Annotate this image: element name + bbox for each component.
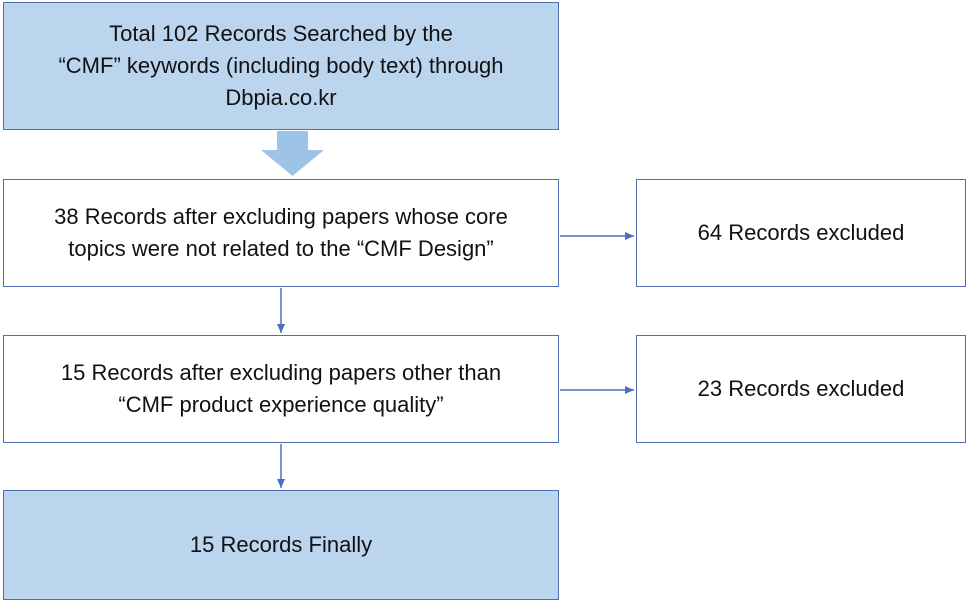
step2-box-line: 15 Records after excluding papers other … — [60, 360, 502, 385]
step1-box-line: 38 Records after excluding papers whose … — [54, 204, 508, 229]
start-box-line: “CMF” keywords (including body text) thr… — [58, 53, 504, 78]
step1-box-text: 38 Records after excluding papers whose … — [54, 201, 508, 265]
excluded2-label: 23 Records excluded — [697, 376, 905, 401]
step1-box-line: topics were not related to the “CMF Desi… — [68, 236, 494, 261]
step1-box: 38 Records after excluding papers whose … — [3, 179, 559, 287]
excluded2-box: 23 Records excluded — [636, 335, 966, 443]
start-box-text: Total 102 Records Searched by the “CMF” … — [58, 18, 503, 114]
step2-box-line: “CMF product experience quality” — [118, 392, 444, 417]
excluded1-label: 64 Records excluded — [697, 220, 905, 245]
start-box-line: Dbpia.co.kr — [225, 85, 337, 110]
block-arrow-down — [261, 131, 324, 176]
start-box: Total 102 Records Searched by the “CMF” … — [3, 2, 559, 130]
excluded1-box: 64 Records excluded — [636, 179, 966, 287]
final-label: 15 Records Finally — [189, 532, 373, 557]
final-box: 15 Records Finally — [3, 490, 559, 600]
start-box-line: Total 102 Records Searched by the — [109, 21, 453, 46]
step2-box: 15 Records after excluding papers other … — [3, 335, 559, 443]
step2-box-text: 15 Records after excluding papers other … — [61, 357, 501, 421]
